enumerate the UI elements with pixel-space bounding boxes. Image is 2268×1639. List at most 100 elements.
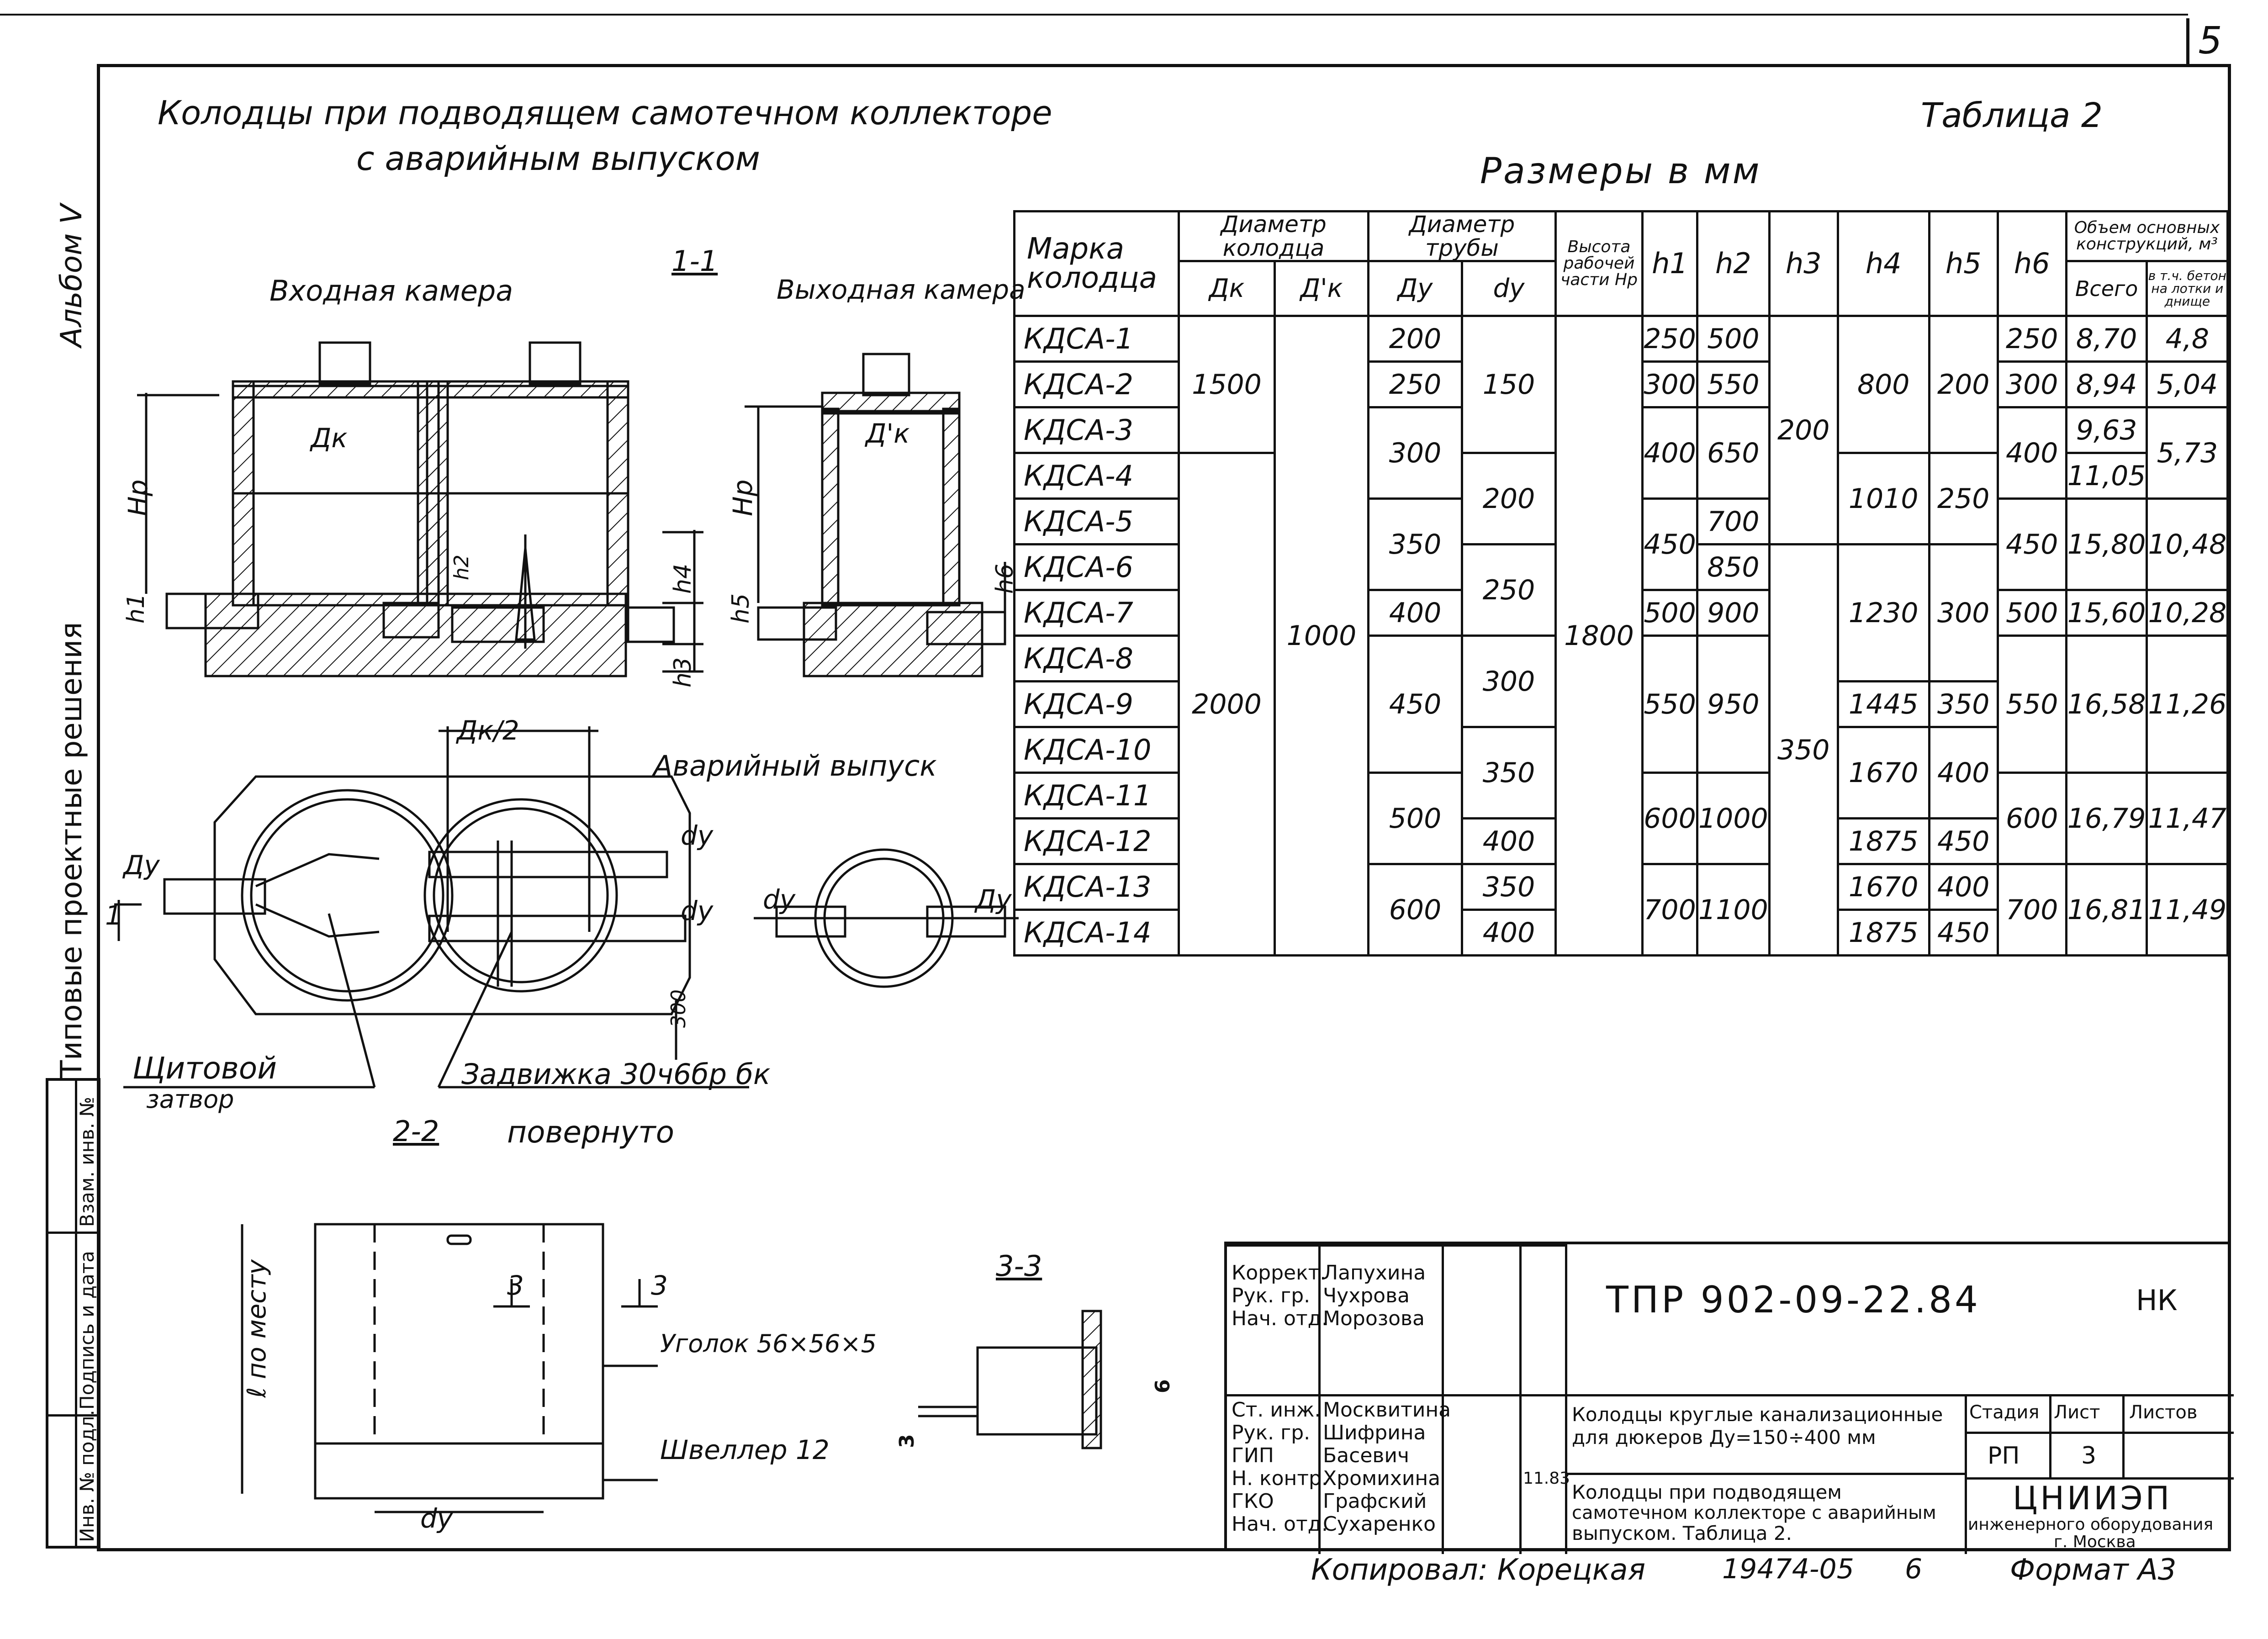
cell-concrete: 11,26 — [2146, 634, 2229, 774]
du-small-label: dу — [763, 884, 796, 915]
cell-concrete: 4,8 — [2146, 315, 2229, 363]
cell-h4: 1875 — [1836, 817, 1930, 865]
cell-du: 450 — [1367, 634, 1463, 774]
name-7: Хромихина — [1323, 1467, 1441, 1490]
section-1-1-label: 1-1 — [671, 244, 718, 278]
cell-h2: 850 — [1696, 543, 1771, 591]
table-row-mark: КДСА-6 — [1013, 543, 1180, 591]
cell-concrete: 10,48 — [2146, 497, 2229, 591]
cell-total: 8,94 — [2065, 360, 2148, 408]
name-5: Шифрина — [1323, 1421, 1426, 1444]
cell-h6: 300 — [1996, 360, 2067, 408]
table-row-mark: КДСА-10 — [1013, 726, 1180, 774]
cell-du-small: 200 — [1461, 452, 1557, 545]
dim-dk-prime-label: Д'к — [866, 418, 910, 449]
inlet-chamber-body — [232, 385, 440, 607]
cell-h6: 400 — [1996, 406, 2067, 500]
th-h5: h5 — [1928, 210, 1999, 317]
shield-gate-label: Щитовой — [132, 1051, 277, 1086]
cell-du-small: 150 — [1461, 315, 1557, 454]
cell-h1: 250 — [1641, 315, 1698, 363]
dimensions-table: Марка колодца Диаметр колодца Диаметр тр… — [1013, 210, 2229, 957]
cell-h6: 700 — [1996, 863, 2067, 957]
th-h4: h4 — [1836, 210, 1930, 317]
name-4: Москвитина — [1323, 1398, 1451, 1422]
stage-header: Стадия — [1969, 1402, 2040, 1423]
table-row-mark: КДСА-1 — [1013, 315, 1180, 363]
cell-concrete: 11,49 — [2146, 863, 2229, 957]
role-3: Нач. отд. — [1232, 1307, 1328, 1330]
role-4: Ст. инж. — [1232, 1398, 1321, 1422]
cell-h4: 1230 — [1836, 543, 1930, 682]
drawing-title-line1: Колодцы при подводящем самотечном коллек… — [158, 94, 1052, 132]
cell-total: 16,81 — [2065, 863, 2148, 957]
name-2: Чухрова — [1323, 1284, 1410, 1307]
cell-du: 400 — [1367, 589, 1463, 637]
table-row-mark: КДСА-7 — [1013, 589, 1180, 637]
cell-h5: 450 — [1928, 817, 1999, 865]
th-work-height: Высота рабочей части Нр — [1554, 210, 1644, 317]
th-total: Всего — [2065, 260, 2148, 317]
name-8: Графский — [1323, 1490, 1427, 1513]
du-inlet-label: Ду — [123, 850, 160, 881]
name-3: Морозова — [1323, 1307, 1425, 1330]
table-row-mark: КДСА-5 — [1013, 497, 1180, 545]
sheet-header: Лист — [2054, 1402, 2100, 1423]
cell-du: 600 — [1367, 863, 1463, 957]
cell-h1: 450 — [1641, 497, 1698, 591]
name-9: Сухаренко — [1323, 1512, 1436, 1536]
cell-h5: 300 — [1928, 543, 1999, 682]
th-h3: h3 — [1768, 210, 1839, 317]
th-well-diameter: Диаметр колодца — [1178, 210, 1369, 262]
cell-h2: 500 — [1696, 315, 1771, 363]
organization-sub: инженерного оборудования — [1968, 1515, 2214, 1534]
th-volume: Объем основных конструкций, м³ — [2065, 210, 2229, 262]
cell-du: 500 — [1367, 772, 1463, 865]
cell-dk-1500: 1500 — [1178, 315, 1276, 454]
organization-city: г. Москва — [2054, 1533, 2136, 1551]
cell-total: 11,05 — [2065, 452, 2148, 500]
th-concrete: в т.ч. бетон на лотки и днище — [2146, 260, 2229, 317]
cell-total: 16,58 — [2065, 634, 2148, 774]
th-h6: h6 — [1996, 210, 2067, 317]
cell-h4: 1010 — [1836, 452, 1930, 545]
cell-h1: 550 — [1641, 634, 1698, 774]
cell-du: 250 — [1367, 360, 1463, 408]
cell-du-small: 250 — [1461, 543, 1557, 637]
th-pipe-diameter: Диаметр трубы — [1367, 210, 1557, 262]
cell-du-small: 400 — [1461, 817, 1557, 865]
document-code: ТПР 902-09-22.84 — [1606, 1279, 1981, 1321]
cell-du-small: 300 — [1461, 634, 1557, 728]
cell-h3: 350 — [1768, 543, 1839, 957]
cell-h6: 500 — [1996, 589, 2067, 637]
page-number-box: 5 — [2186, 18, 2231, 67]
cell-h2: 950 — [1696, 634, 1771, 774]
cell-h2: 700 — [1696, 497, 1771, 545]
page-number: 5 — [2198, 19, 2222, 63]
cell-h1: 500 — [1641, 589, 1698, 637]
cell-h5: 200 — [1928, 315, 1999, 454]
table-row-mark: КДСА-8 — [1013, 634, 1180, 682]
cell-h6: 600 — [1996, 772, 2067, 865]
th-h2: h2 — [1696, 210, 1771, 317]
sheet-format: Формат А3 — [2010, 1553, 2177, 1587]
cell-h5: 400 — [1928, 726, 1999, 820]
cell-h4: 1445 — [1836, 680, 1930, 728]
stage-value: РП — [1988, 1442, 2020, 1470]
cell-h6: 250 — [1996, 315, 2067, 363]
th-du-small: dу — [1461, 260, 1557, 317]
cell-h2: 550 — [1696, 360, 1771, 408]
table-row-mark: КДСА-12 — [1013, 817, 1180, 865]
cell-dk-prime: 1000 — [1274, 315, 1369, 957]
cell-h1: 300 — [1641, 360, 1698, 408]
cell-h4: 800 — [1836, 315, 1930, 454]
cell-h2: 1100 — [1696, 863, 1771, 957]
section-code: НК — [2136, 1284, 2178, 1317]
cell-hp: 1800 — [1554, 315, 1644, 957]
du-outlet-label: dу — [681, 820, 714, 851]
cell-du: 300 — [1367, 406, 1463, 500]
th-dk-prime: Д'к — [1274, 260, 1369, 317]
cell-h2: 1000 — [1696, 772, 1771, 865]
